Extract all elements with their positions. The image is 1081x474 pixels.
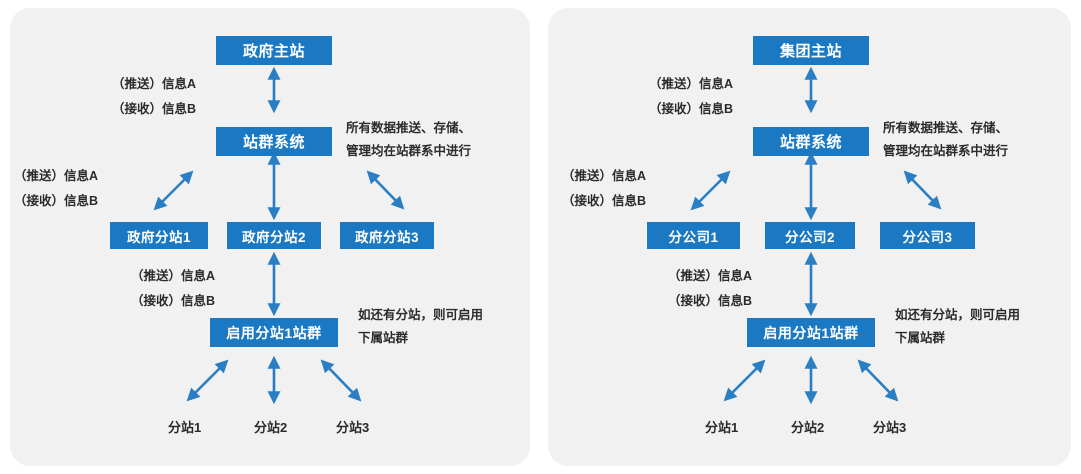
- node-main-site[interactable]: 集团主站: [753, 36, 869, 65]
- leaf-site-1: 分站1: [705, 420, 739, 435]
- note-storage-line2: 管理均在站群系中进行: [883, 144, 1009, 158]
- node-branch-2[interactable]: 政府分站2: [227, 222, 321, 249]
- note-subsite-line1: 如还有分站，则可启用: [358, 308, 484, 322]
- node-sub-cluster[interactable]: 启用分站1站群: [747, 318, 875, 347]
- label-low-push: （推送）信息A: [668, 269, 753, 283]
- label-mid-receive: （接收）信息B: [562, 194, 647, 208]
- label-top-receive: （接收）信息B: [112, 102, 197, 116]
- note-storage-line1: 所有数据推送、存储、: [883, 121, 1009, 135]
- label-low-receive: （接收）信息B: [668, 294, 753, 308]
- note-subsite-line2: 下属站群: [895, 331, 946, 345]
- label-mid-push: （推送）信息A: [562, 169, 647, 183]
- node-sub-cluster[interactable]: 启用分站1站群: [210, 318, 338, 347]
- node-branch-3[interactable]: 政府分站3: [340, 222, 434, 249]
- leaf-site-2: 分站2: [791, 420, 825, 435]
- node-cluster-system[interactable]: 站群系统: [216, 127, 332, 156]
- label-top-push: （推送）信息A: [649, 77, 734, 91]
- node-branch-2[interactable]: 分公司2: [765, 222, 855, 249]
- node-branch-3[interactable]: 分公司3: [880, 222, 975, 249]
- label-top-receive: （接收）信息B: [649, 102, 734, 116]
- node-main-site[interactable]: 政府主站: [216, 36, 332, 65]
- label-mid-push: （推送）信息A: [14, 169, 99, 183]
- node-cluster-system[interactable]: 站群系统: [753, 127, 869, 156]
- label-low-receive: （接收）信息B: [131, 294, 216, 308]
- note-storage-line2: 管理均在站群系中进行: [346, 144, 472, 158]
- node-branch-1[interactable]: 政府分站1: [110, 222, 208, 249]
- panel-group: 集团主站 （推送）信息A （接收）信息B 站群系统 所有数据推送、存储、 管理均…: [548, 8, 1071, 466]
- note-storage-line1: 所有数据推送、存储、: [346, 121, 472, 135]
- leaf-site-2: 分站2: [254, 420, 288, 435]
- note-subsite-line2: 下属站群: [358, 331, 409, 345]
- label-low-push: （推送）信息A: [131, 269, 216, 283]
- note-subsite-line1: 如还有分站，则可启用: [895, 308, 1021, 322]
- label-mid-receive: （接收）信息B: [14, 194, 99, 208]
- leaf-site-3: 分站3: [873, 420, 907, 435]
- label-top-push: （推送）信息A: [112, 77, 197, 91]
- leaf-site-1: 分站1: [168, 420, 202, 435]
- panel-government: 政府主站 （推送）信息A （接收）信息B 站群系统 所有数据推送、存储、 管理均…: [10, 8, 530, 466]
- node-branch-1[interactable]: 分公司1: [647, 222, 740, 249]
- leaf-site-3: 分站3: [336, 420, 370, 435]
